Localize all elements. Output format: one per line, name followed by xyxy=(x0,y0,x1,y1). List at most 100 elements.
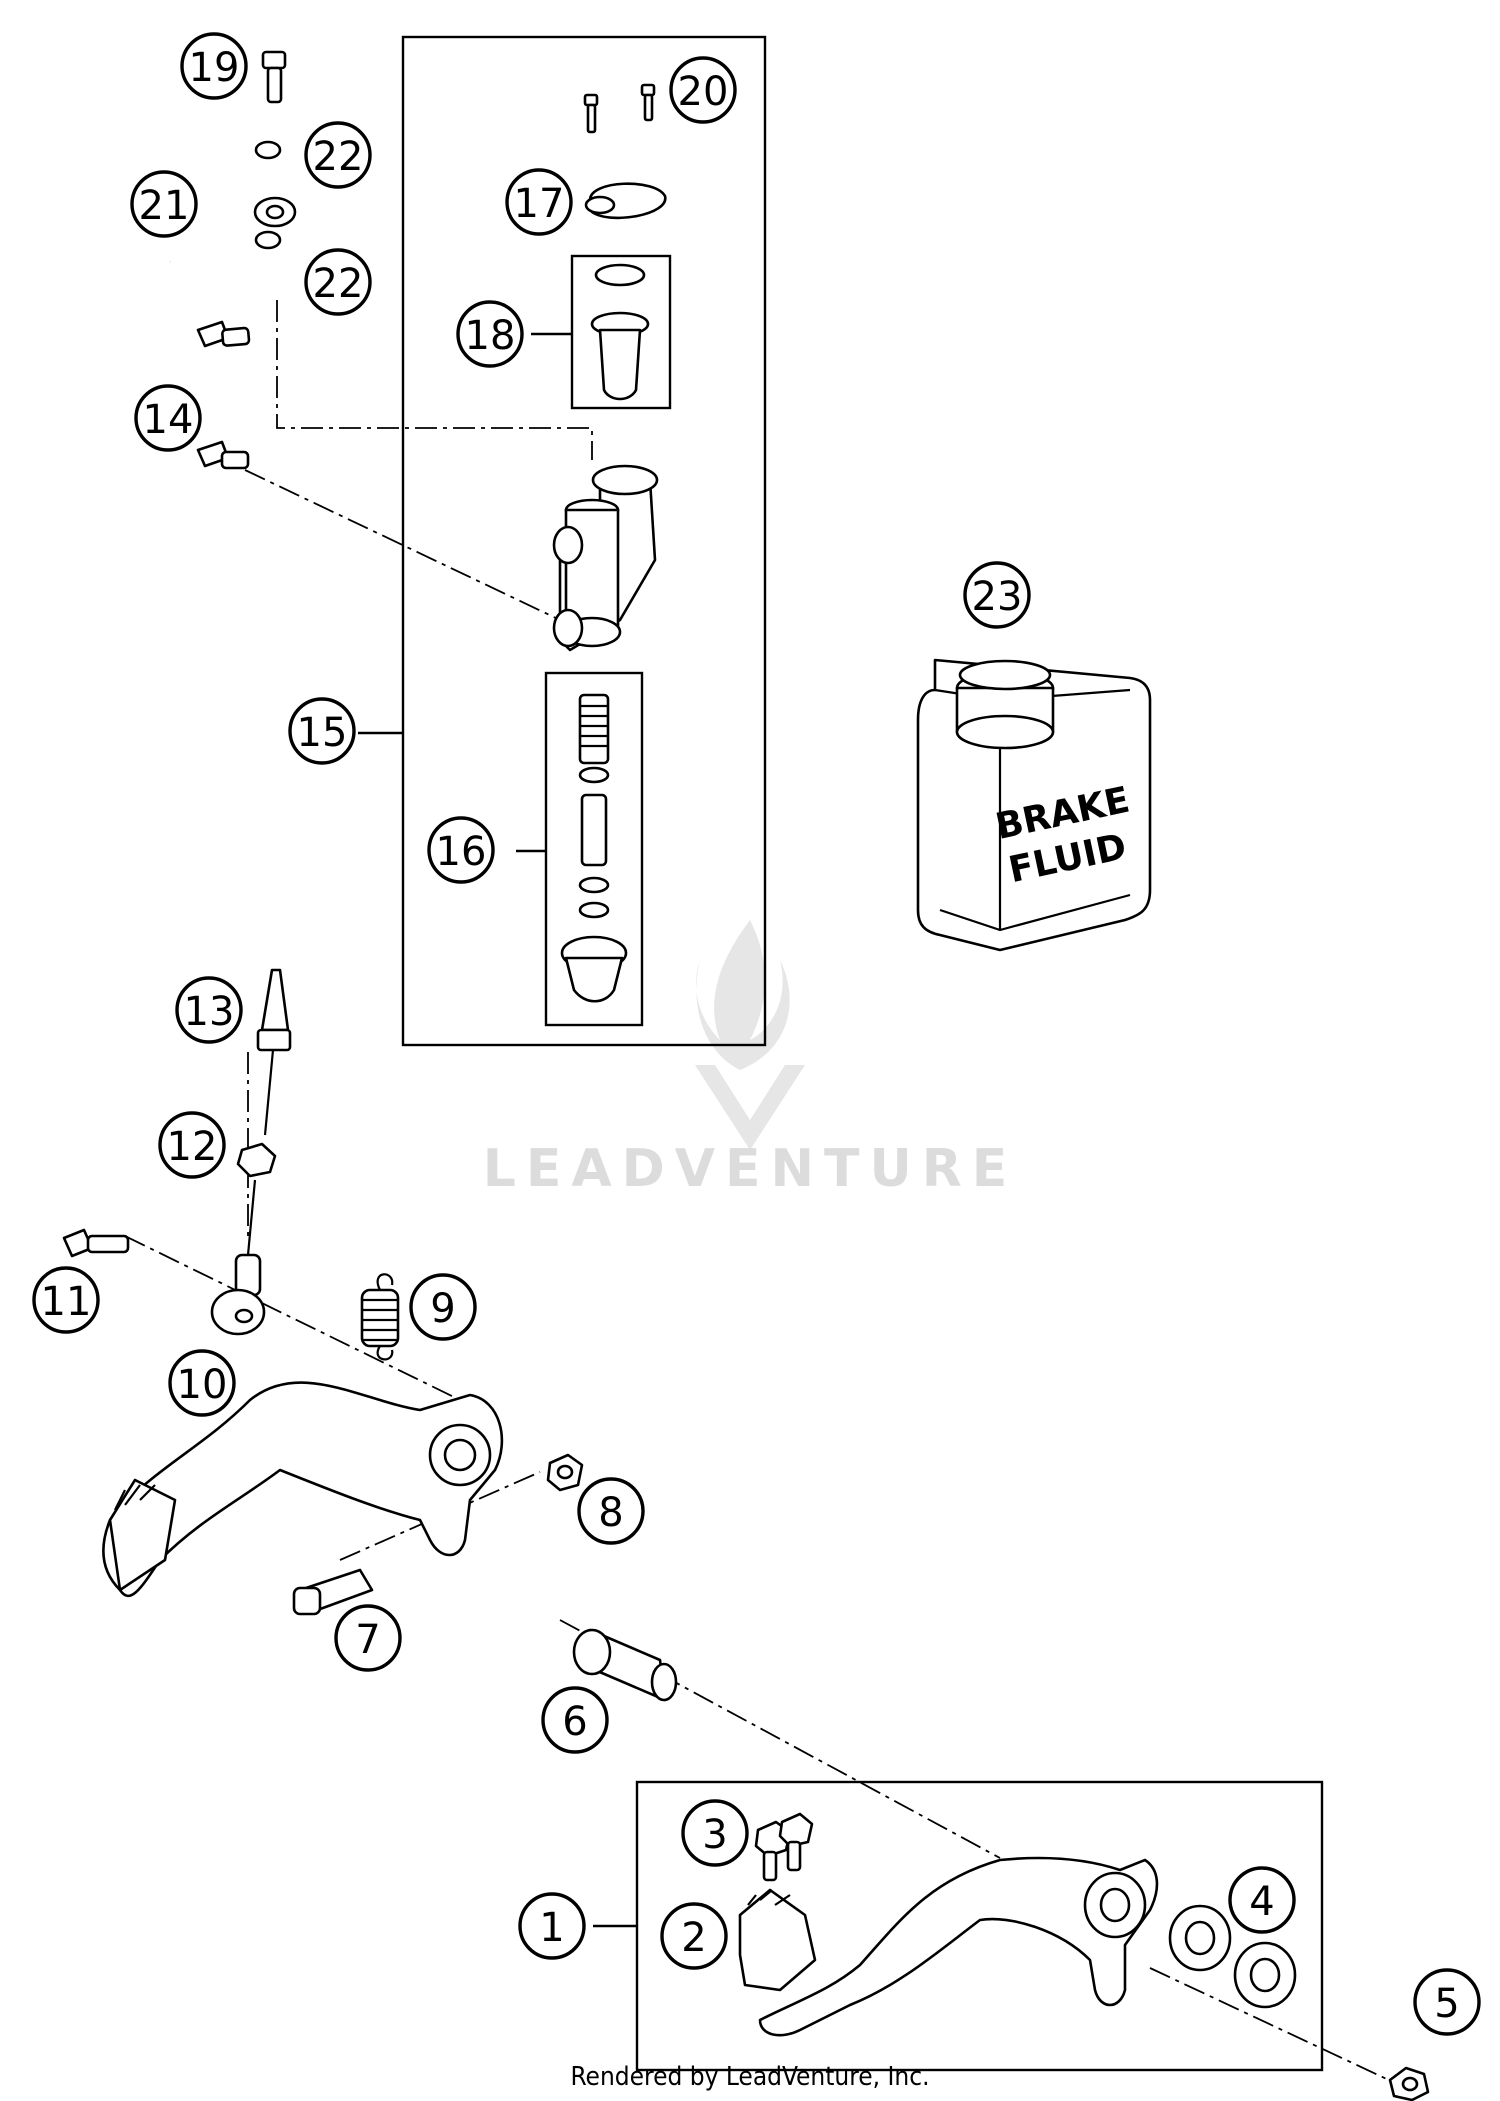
callout-circle xyxy=(456,300,524,368)
callout-number: 2 xyxy=(681,1915,706,1961)
callout-circle xyxy=(505,168,573,236)
callout-circle xyxy=(304,248,372,316)
callout-number: 13 xyxy=(184,989,235,1035)
callout-c14: 14 xyxy=(134,384,202,452)
bolt-19 xyxy=(261,50,287,104)
callout-number: 3 xyxy=(702,1812,727,1858)
callout-number: 9 xyxy=(430,1286,455,1332)
callout-circle xyxy=(168,1349,236,1417)
bolts-14 xyxy=(196,320,251,470)
callout-circle xyxy=(963,561,1031,629)
callout-circle xyxy=(180,32,248,100)
callout-c19: 19 xyxy=(180,32,248,100)
callout-circle xyxy=(288,697,356,765)
spring-9 xyxy=(360,1273,400,1361)
master-cylinder-body xyxy=(552,464,659,652)
callout-c21: 21 xyxy=(130,170,198,238)
brake-pedal-1 xyxy=(758,1856,1159,2037)
leader-lines xyxy=(358,332,637,1928)
callout-circle xyxy=(427,816,495,884)
callout-number: 20 xyxy=(678,69,729,115)
callout-c16: 16 xyxy=(427,816,495,884)
callout-c22b: 22 xyxy=(304,248,372,316)
callout-number: 16 xyxy=(436,829,487,875)
callout-number: 17 xyxy=(514,181,565,227)
reservoir-cap-17 xyxy=(584,182,667,220)
callout-c18: 18 xyxy=(456,300,524,368)
callout-number: 7 xyxy=(355,1617,380,1663)
reservoir-18 xyxy=(590,263,650,401)
brake-hose-21 xyxy=(169,196,297,266)
callout-number: 19 xyxy=(189,45,240,91)
callout-circle xyxy=(32,1266,100,1334)
brake-fluid-container-23 xyxy=(916,658,1152,952)
watermark-text: LEADVENTURE xyxy=(483,1139,1018,1199)
repair-kit-16 xyxy=(560,693,628,1003)
callout-number: 22 xyxy=(313,261,364,307)
callout-number: 12 xyxy=(167,1124,218,1170)
callout-circle xyxy=(304,121,372,189)
callout-number: 14 xyxy=(143,397,194,443)
watermark: LEADVENTURE xyxy=(483,920,1018,1199)
repair-kit-frame xyxy=(544,671,644,1027)
master-cylinder-kit-frame xyxy=(401,35,767,1047)
callout-circle xyxy=(1228,1866,1296,1934)
callout-c2: 2 xyxy=(660,1902,728,1970)
brake-pedal-upper xyxy=(102,1381,504,1598)
callout-circle xyxy=(518,1892,586,1960)
bolt-11 xyxy=(62,1228,130,1258)
callout-number: 15 xyxy=(297,710,348,756)
callout-c22a: 22 xyxy=(304,121,372,189)
callout-circle xyxy=(334,1604,402,1672)
pedal-tip-2 xyxy=(738,1888,817,1992)
clevis-10 xyxy=(210,1179,266,1336)
callout-c23: 23 xyxy=(963,561,1031,629)
nut-5 xyxy=(1388,2066,1430,2101)
callout-number: 18 xyxy=(465,313,516,359)
callout-number: 11 xyxy=(41,1279,92,1325)
pivot-pin-7 xyxy=(292,1568,374,1616)
reservoir-kit-frame xyxy=(570,254,672,410)
callout-circle xyxy=(130,170,198,238)
callout-c8: 8 xyxy=(577,1477,645,1545)
callout-c20: 20 xyxy=(669,56,737,124)
callout-c6: 6 xyxy=(541,1686,609,1754)
watermark-flame-logo xyxy=(695,920,805,1150)
callout-c4: 4 xyxy=(1228,1866,1296,1934)
callout-c9: 9 xyxy=(409,1273,477,1341)
bearings-4 xyxy=(1168,1904,1297,2009)
callout-number: 4 xyxy=(1249,1879,1274,1925)
callout-c12: 12 xyxy=(158,1111,226,1179)
callout-circle xyxy=(409,1273,477,1341)
callout-circle xyxy=(175,976,243,1044)
callout-circle xyxy=(669,56,737,124)
callout-number: 5 xyxy=(1434,1981,1459,2027)
screws-3 xyxy=(754,1812,814,1882)
push-rod-13 xyxy=(256,968,292,1136)
callout-circle xyxy=(681,1799,749,1867)
callout-c7: 7 xyxy=(334,1604,402,1672)
washer-22-lower xyxy=(254,230,282,250)
callout-c17: 17 xyxy=(505,168,573,236)
callout-circle xyxy=(660,1902,728,1970)
callout-circle xyxy=(577,1477,645,1545)
callout-c15: 15 xyxy=(288,697,356,765)
callout-number: 21 xyxy=(139,183,190,229)
callout-number: 23 xyxy=(972,574,1023,620)
callout-c13: 13 xyxy=(175,976,243,1044)
callout-circle xyxy=(1413,1968,1481,2036)
callout-circle xyxy=(158,1111,226,1179)
callout-c10: 10 xyxy=(168,1349,236,1417)
screws-20 xyxy=(583,83,656,134)
callout-number: 6 xyxy=(562,1699,587,1745)
callout-c11: 11 xyxy=(32,1266,100,1334)
footer-credit: Rendered by LeadVenture, Inc. xyxy=(570,2062,929,2092)
bushing-6 xyxy=(572,1628,678,1702)
callout-c5: 5 xyxy=(1413,1968,1481,2036)
parts: BRAKE FLUID xyxy=(62,50,1430,2101)
callout-circle xyxy=(134,384,202,452)
callout-number: 8 xyxy=(598,1490,623,1536)
callout-number: 1 xyxy=(539,1905,564,1951)
